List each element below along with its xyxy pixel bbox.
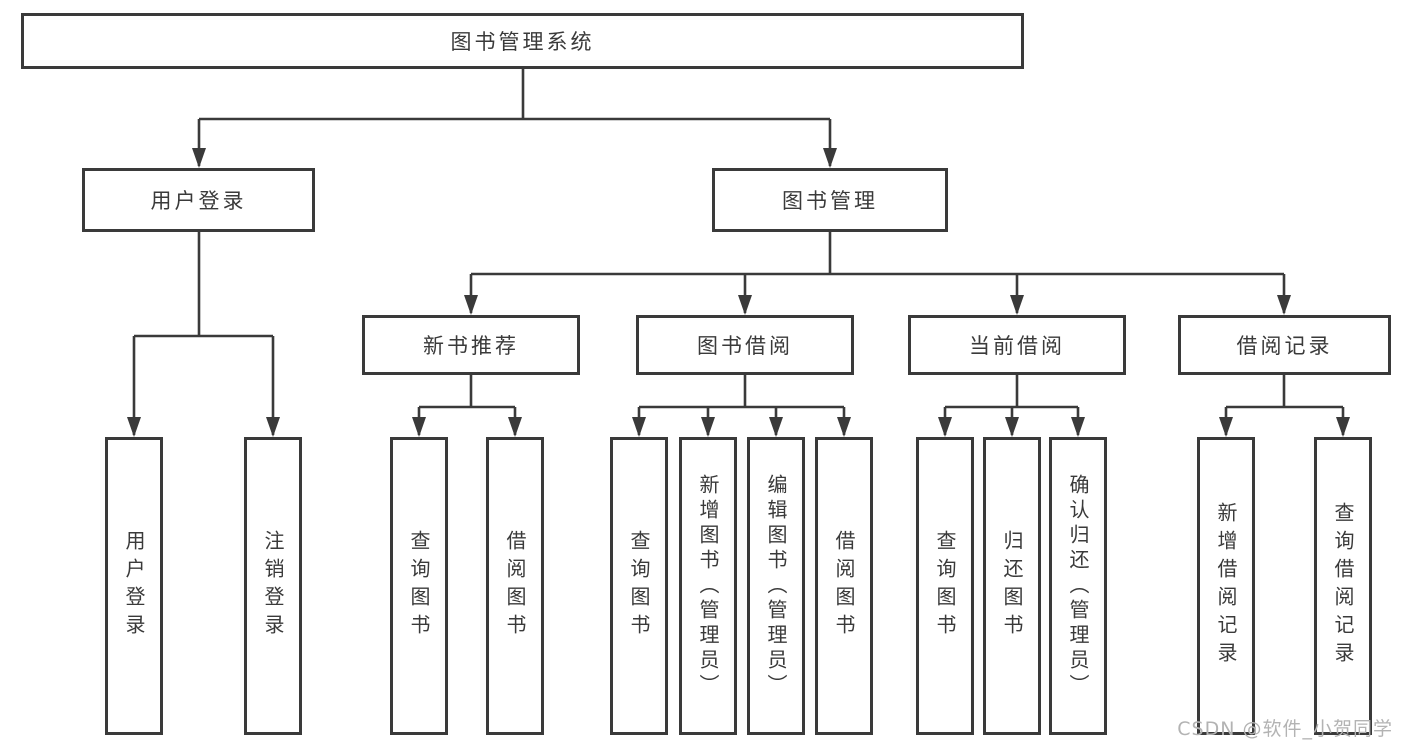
arrowhead [1336,417,1350,437]
arrowhead [1277,295,1291,315]
arrowhead [938,417,952,437]
node-label: 图书管理 [782,189,878,213]
leaf-label: 用户登录 [122,530,146,642]
arrowhead [412,417,426,437]
node-label: 用户登录 [150,189,247,213]
node-user-login-module: 用户登录 [82,168,315,232]
leaf-query-borrow-record: 查询借阅记录 [1314,437,1372,735]
leaf-user-login: 用户登录 [105,437,163,735]
node-book-borrowing: 图书借阅 [636,315,854,375]
leaf-label: 编辑图书（管理员） [764,473,788,699]
connector-root-to-level2 [197,69,832,166]
watermark: CSDN @软件_小贺同学 [1177,718,1393,740]
leaf-add-books-admin: 新增图书（管理员） [679,437,737,735]
arrowhead [192,148,206,168]
node-label: 当前借阅 [969,334,1065,358]
leaf-add-borrow-record: 新增借阅记录 [1197,437,1255,735]
leaf-label: 新增借阅记录 [1214,502,1238,670]
leaf-label: 查询图书 [933,530,957,642]
arrowhead [127,417,141,437]
arrowhead [738,295,752,315]
leaf-confirm-return-admin: 确认归还（管理员） [1049,437,1107,735]
connector-userlogin-to-leaves [132,232,275,435]
arrowhead [701,417,715,437]
leaf-label: 借阅图书 [832,530,856,642]
node-current-borrowing: 当前借阅 [908,315,1126,375]
arrowhead [266,417,280,437]
leaf-query-books-current: 查询图书 [916,437,974,735]
leaf-return-books: 归还图书 [983,437,1041,735]
arrowhead [1071,417,1085,437]
leaf-query-books-borrowing: 查询图书 [610,437,668,735]
node-root: 图书管理系统 [21,13,1024,69]
arrowhead [769,417,783,437]
leaf-borrow-books-borrowing: 借阅图书 [815,437,873,735]
arrowhead [1219,417,1233,437]
arrowhead [1010,295,1024,315]
leaf-logout: 注销登录 [244,437,302,735]
arrowhead [837,417,851,437]
arrowhead [823,148,837,168]
arrowhead [632,417,646,437]
leaf-borrow-books-recommend: 借阅图书 [486,437,544,735]
connector-recommend-to-leaves [417,375,517,435]
leaf-label: 查询图书 [407,530,431,642]
connector-records-to-leaves [1224,375,1345,435]
leaf-label: 确认归还（管理员） [1066,473,1090,699]
leaf-label: 注销登录 [261,530,285,642]
leaf-label: 查询图书 [627,530,651,642]
leaf-query-books-recommend: 查询图书 [390,437,448,735]
node-label: 新书推荐 [423,334,519,358]
arrowhead [508,417,522,437]
node-book-management-module: 图书管理 [712,168,948,232]
leaf-label: 归还图书 [1000,530,1024,642]
node-root-label: 图书管理系统 [450,30,595,54]
connector-borrowing-to-leaves [637,375,846,435]
leaf-label: 借阅图书 [503,530,527,642]
node-new-book-recommendation: 新书推荐 [362,315,580,375]
node-label: 借阅记录 [1236,334,1333,358]
node-borrowing-records: 借阅记录 [1178,315,1391,375]
connector-bookmgmt-to-level3 [469,232,1286,313]
arrowhead [1005,417,1019,437]
arrowhead [464,295,478,315]
leaf-label: 新增图书（管理员） [696,473,720,699]
leaf-label: 查询借阅记录 [1331,502,1355,670]
node-label: 图书借阅 [697,334,793,358]
leaf-edit-books-admin: 编辑图书（管理员） [747,437,805,735]
